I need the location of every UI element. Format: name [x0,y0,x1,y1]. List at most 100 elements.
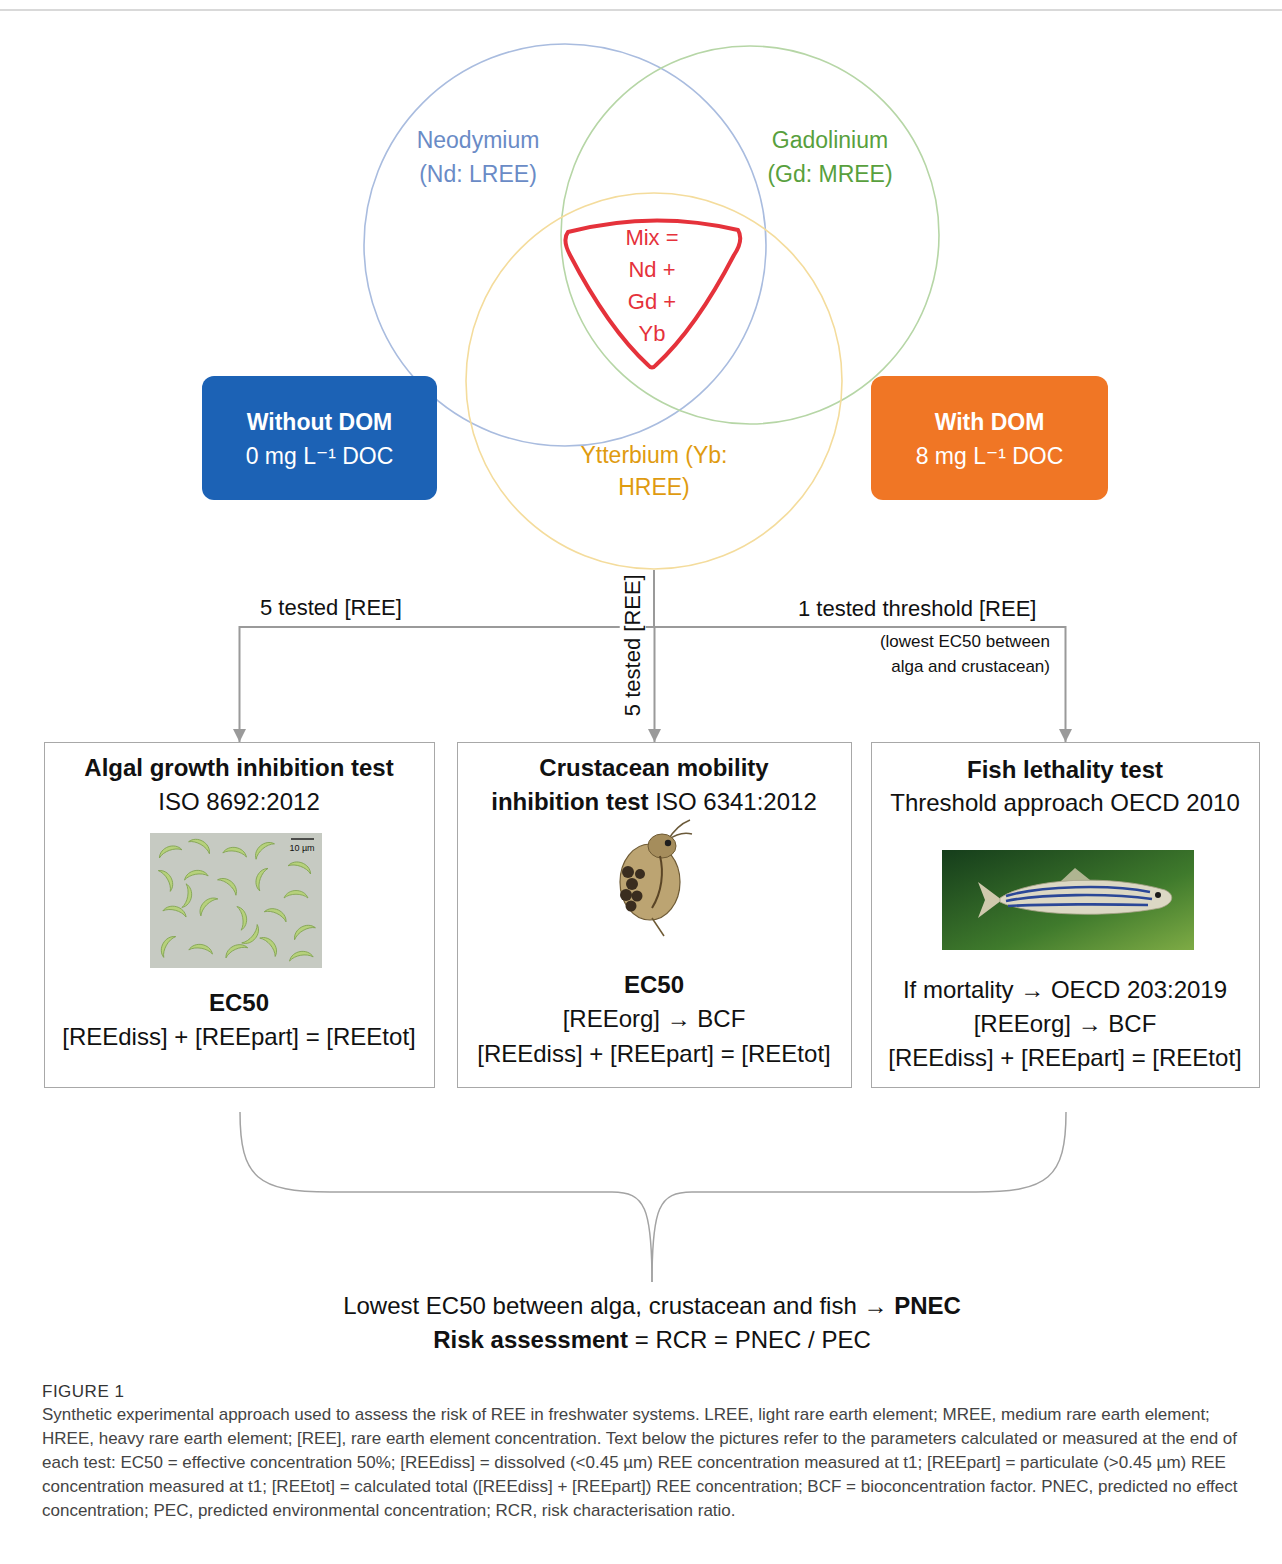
text-line: [REEorg] → BCF [881,1007,1250,1041]
node-text: With DOM [935,409,1045,435]
node-text: EC50 [624,971,684,998]
conclusion-text: Risk assessment [433,1326,628,1353]
top-rule [0,9,1282,11]
text-line: Gadolinium (Gd: MREE) [755,123,905,191]
alga-cell [218,874,241,895]
alga-cell [182,884,194,909]
daphnia-eye [665,840,671,846]
alga-picture [150,833,322,968]
text-line: 0 mg L⁻¹ DOC [212,439,427,473]
daphnia-spine [652,918,664,936]
egg [632,891,643,902]
circle-outline [560,45,940,425]
daphnia-eggs [620,866,645,912]
node-text: Algal growth inhibition test [84,754,393,781]
text-line: EC50 [54,986,425,1020]
egg [622,866,634,878]
daphnia-gut [652,856,662,908]
alga-cells [157,835,316,961]
bracket-right [652,1112,1066,1282]
text-line: 8 mg L⁻¹ DOC [881,439,1098,473]
connector-arrow [654,570,1066,742]
alga-cell [288,859,313,874]
node-text: ISO 6341:2012 [655,788,816,815]
test-box: Algal growth inhibition testISO 8692:201… [44,742,435,1088]
text-line: With DOM [881,405,1098,439]
conclusion-text: PNEC [894,1292,961,1319]
alga-background [150,833,322,968]
text-line: Without DOM [212,405,427,439]
test-box: Fish lethality testThreshold approach OE… [871,742,1260,1088]
bracket-left [240,1112,652,1282]
fish-picture [942,850,1194,950]
condition-box: Without DOM 0 mg L⁻¹ DOC [202,376,437,500]
edge-label: 5 tested [REE] [257,595,405,621]
alga-cell [237,905,249,930]
text-line: [REEdiss] + [REEpart] = [REEtot] [881,1041,1250,1075]
alga-cell [264,905,289,922]
alga-cell [157,933,175,958]
conclusion-text: = RCR = PNEC / PEC [635,1326,871,1353]
triangle-stroke [565,220,740,367]
text-line: If mortality → OECD 203:2019 [881,973,1250,1007]
alga-cell [196,894,218,916]
egg [620,889,632,901]
node-text: [REEdiss] + [REEpart] = [REEtot] [477,1040,830,1067]
text-line: Synthetic experimental approach used to … [42,1403,1264,1523]
daphnia-head [648,834,676,858]
connector-arrow [240,570,655,742]
condition-box: With DOM 8 mg L⁻¹ DOC [871,376,1108,500]
circle-stroke [466,193,842,569]
alga-cell [284,891,308,899]
text-line: Fish lethality test [881,753,1250,787]
edge-label: 5 tested [REE] [620,571,646,719]
node-text: If mortality → OECD 203:2019 [903,976,1227,1003]
node-text: 8 mg L⁻¹ DOC [916,443,1064,469]
daphnia-picture [620,820,692,936]
alga-cell [157,843,182,858]
fish-body [1000,880,1172,914]
fish-background [942,850,1194,950]
node-text: ISO 8692:2012 [158,788,319,815]
text-line: EC50 [467,968,842,1002]
text-line: Threshold approach OECD 2010 [881,786,1250,820]
alga-cell [183,868,208,880]
scale-bar-label: 10 µm [289,843,314,853]
alga-cell [158,867,176,892]
egg [626,878,638,890]
text-line: Lowest EC50 between alga, crustacean and… [102,1290,1202,1322]
text-line: [REEorg] → BCF [467,1002,842,1036]
text-line: Neodymium (Nd: LREE) [403,123,553,191]
node-text: [REEdiss] + [REEpart] = [REEtot] [888,1044,1241,1071]
caption-text: Synthetic experimental approach used to … [42,1405,1238,1520]
alga-cell [291,921,316,939]
alga-cell [260,933,281,956]
venn-circle: Gadolinium (Gd: MREE) [560,45,940,425]
summary-bracket [240,1112,1066,1282]
scale-bar [291,838,314,840]
conclusion-text: Lowest EC50 between alga, crustacean and… [343,1292,887,1319]
text-line: Ytterbium (Yb: HREE) [579,439,729,503]
node-text: 0 mg L⁻¹ DOC [246,443,394,469]
node-text: Mix = Nd + Gd + Yb [625,225,678,346]
mix-triangle: Mix = Nd + Gd + Yb [556,210,750,375]
text-line: FIGURE 1 [42,1381,442,1403]
node-text: Ytterbium (Yb: HREE) [581,442,728,500]
test-box: Crustacean mobility inhibition testISO 6… [457,742,852,1088]
text-line: 10 µm [282,843,322,853]
fish-tail [978,882,1002,918]
note-text: (lowest EC50 between alga and crustacean… [880,632,1050,676]
node-text: Threshold approach OECD 2010 [890,789,1240,816]
alga-cell [251,838,274,859]
edge-label: 1 tested threshold [REE] [795,596,1039,622]
circle-stroke [561,46,939,424]
node-text: [REEorg] → BCF [563,1005,746,1032]
text-line: [REEdiss] + [REEpart] = [REEtot] [467,1037,842,1071]
fish-eye [1155,892,1161,898]
node-text: Without DOM [247,409,392,435]
alga-cell [253,866,268,891]
text-line: (lowest EC50 between alga and crustacean… [860,629,1050,679]
egg [635,869,645,879]
figure-number: FIGURE 1 [42,1382,124,1401]
